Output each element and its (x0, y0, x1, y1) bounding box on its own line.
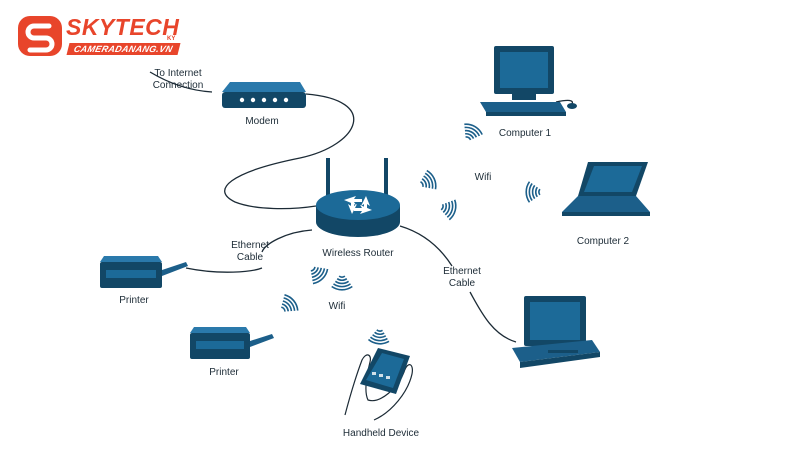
computer-3-device (512, 296, 600, 368)
wifi-arc (423, 175, 431, 189)
modem-label: Modem (245, 116, 279, 127)
wireless-router-device (316, 158, 400, 237)
wifi-arc (535, 186, 538, 198)
wifi-arc (465, 136, 472, 141)
wifi-arc (424, 172, 434, 189)
wifi-signal-router-left (310, 266, 329, 285)
wifi-arc (336, 278, 348, 281)
wifi-arc (369, 336, 388, 342)
wifi-signal-computer-2 (525, 181, 541, 203)
printer-1-device (100, 256, 188, 288)
handheld-device-label: Handheld Device (342, 428, 420, 439)
wifi-arc (465, 132, 475, 140)
router-label: Wireless Router (322, 248, 394, 259)
wifi-arc (528, 183, 533, 201)
ethernet-cable-printer1 (185, 229, 313, 273)
wifi-left-label: Wifi (328, 301, 346, 312)
ethernet-left-label: Ethernet Cable (231, 240, 269, 263)
computer-1-device (480, 46, 577, 116)
wifi-arc (446, 200, 454, 218)
wifi-arc (444, 201, 451, 216)
printer-1-label: Printer (119, 295, 149, 306)
wifi-arc (280, 306, 286, 312)
skytech-logo: SKYTECH KY CAMERADANANG.VN (16, 10, 186, 66)
logo-suffix: KY (167, 36, 176, 42)
ethernet-right-label: Ethernet Cable (443, 266, 481, 289)
printer-2-device (190, 327, 274, 359)
handheld-device (344, 348, 413, 421)
skytech-s-logo-icon (18, 16, 62, 56)
wifi-arc (367, 338, 390, 345)
wifi-arc (374, 331, 385, 336)
wifi-arc (283, 297, 296, 311)
wifi-arc (538, 188, 541, 196)
wifi-arc (448, 199, 457, 221)
printer-2-label: Printer (209, 367, 239, 378)
wifi-arc (310, 266, 316, 272)
wifi-signal-router-lower (440, 199, 457, 221)
wifi-arc (531, 184, 536, 200)
computer-1-label: Computer 1 (498, 128, 552, 139)
wifi-arc (440, 203, 444, 211)
wifi-arc (464, 129, 478, 138)
wifi-arc (464, 123, 483, 135)
wifi-signals (280, 123, 541, 345)
wifi-arc (426, 169, 437, 190)
wifi-arc (421, 178, 428, 188)
wifi-signal-router-down (331, 275, 353, 291)
wifi-signal-router-upper (419, 169, 437, 190)
wifi-signal-printer-2 (280, 294, 299, 312)
wifi-arc (281, 303, 290, 312)
wifi-arc (331, 285, 353, 291)
wifi-signal-computer-1 (464, 123, 483, 141)
wifi-arc (376, 329, 383, 332)
computer-2-device (562, 162, 650, 216)
ethernet-cable-computer3 (399, 225, 517, 343)
wifi-arc (372, 334, 387, 339)
wifi-arc (334, 280, 350, 285)
wifi-right-label: Wifi (474, 172, 492, 183)
wifi-arc (419, 180, 424, 188)
wifi-arc (442, 202, 447, 213)
modem-router-cable (224, 93, 355, 210)
wifi-arc (333, 283, 351, 288)
modem-device (222, 82, 306, 108)
wifi-arc (282, 300, 293, 312)
logo-brand: SKYTECH (66, 14, 180, 40)
wifi-signal-handheld (367, 329, 390, 345)
internet-cable (149, 71, 213, 93)
wifi-arc (338, 275, 346, 278)
wifi-arc (284, 294, 299, 311)
wifi-arc (464, 126, 481, 137)
wifi-arc (311, 267, 319, 275)
wifi-arc (525, 181, 531, 203)
computer-2-label: Computer 2 (576, 236, 630, 247)
internet-connection-label: To Internet Connection (152, 68, 204, 91)
